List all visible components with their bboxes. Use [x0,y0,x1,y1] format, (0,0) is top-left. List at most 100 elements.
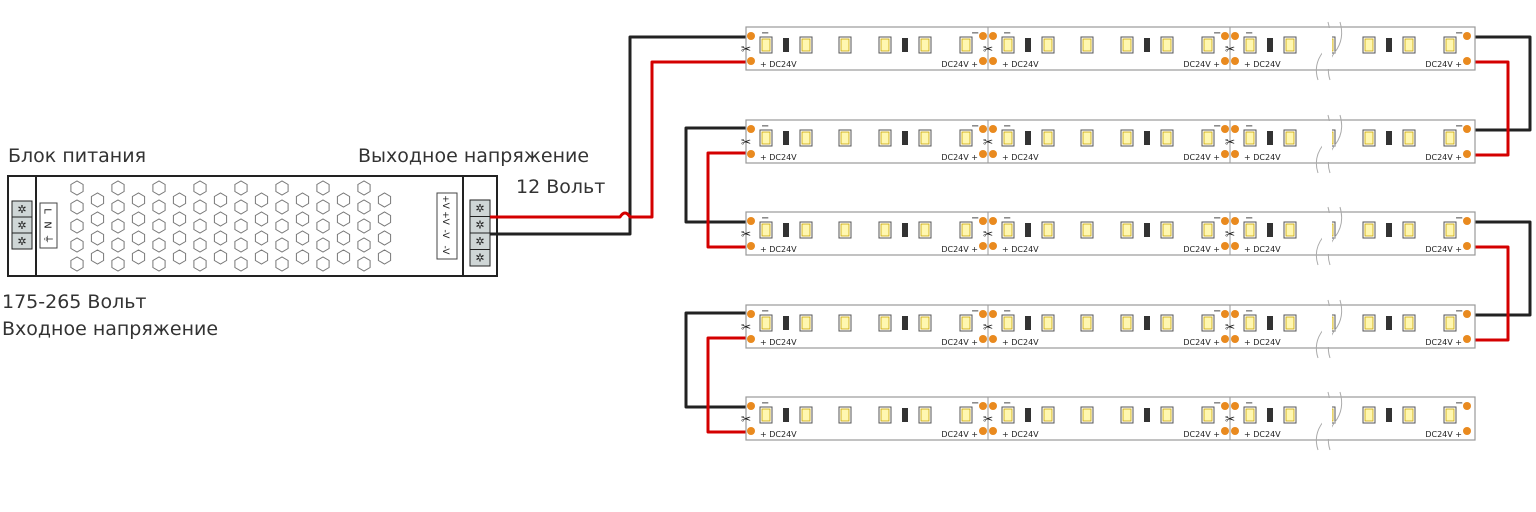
minus-sign: − [1003,398,1011,409]
led-chip [1082,223,1092,237]
led-chip [880,408,890,422]
led-chip [1285,223,1295,237]
scissors-icon: ✂ [1225,42,1235,56]
vent-hole [70,180,84,196]
vent-hole [254,192,269,208]
solder-pad [1463,427,1471,435]
positive-wire [490,60,746,219]
vent-hole [90,230,105,246]
jumper-negative-wire [684,126,746,224]
solder-pad [747,125,755,133]
break-gap [1322,28,1332,69]
led-chip [1404,223,1414,237]
dc24v-marking: DC24V + [1183,245,1220,254]
dc24v-marking: + DC24V [1244,338,1281,347]
led-chip [1285,408,1295,422]
led-chip [1203,38,1213,52]
led-chip [1445,131,1455,145]
solder-pad [989,57,997,65]
vent-hole [316,256,330,272]
vent-hole [234,218,248,234]
dc24v-marking: + DC24V [760,245,797,254]
screw-icon: ✲ [475,202,484,215]
vent-hole [336,211,351,227]
vent-hole [234,199,248,215]
vent-hole [377,230,392,246]
minus-sign: − [1455,306,1463,317]
solder-pad [989,242,997,250]
input-terminal-screw [11,232,33,250]
vent-hole [90,192,105,208]
led-strip [745,26,1476,71]
dc24v-marking: DC24V + [1425,338,1462,347]
psu-body [7,175,498,277]
input-voltage-label: Входное напряжение [2,318,219,340]
dc24v-marking: + DC24V [1002,245,1039,254]
minus-sign: − [971,28,979,39]
solder-pad [1463,57,1471,65]
led-chip [761,223,771,237]
solder-pad [1231,310,1239,318]
resistor [902,223,908,237]
output-terminal-label: -V [440,230,450,240]
led-chip [1404,38,1414,52]
solder-pad [989,32,997,40]
screw-icon: ✲ [475,219,484,232]
led-chip [1003,408,1013,422]
led-chip [840,316,850,330]
resistor [783,38,789,52]
solder-pad [1231,242,1239,250]
led-chip [920,131,930,145]
break-mark [1327,206,1343,266]
led-chip [1003,131,1013,145]
solder-pad [979,402,987,410]
led-chip [1364,131,1374,145]
minus-sign: − [1003,213,1011,224]
led-chip [1003,38,1013,52]
solder-pad [979,217,987,225]
vent-hole [213,230,228,246]
vent-hole [316,180,330,196]
solder-pad [989,150,997,158]
vent-hole [90,211,105,227]
input-terminal-label: N [42,221,53,228]
led-chip [880,223,890,237]
resistor [902,408,908,422]
solder-pad [989,310,997,318]
dc24v-marking: + DC24V [1002,153,1039,162]
led-strip [745,396,1476,441]
led-chip [761,38,771,52]
dc24v-marking: DC24V + [941,153,978,162]
break-gap [1322,213,1332,254]
minus-sign: − [971,213,979,224]
resistor [902,131,908,145]
input-terminal-label: L [42,208,53,214]
vent-hole [70,218,84,234]
vent-hole [193,199,207,215]
solder-pad [1463,32,1471,40]
minus-sign: − [1213,121,1221,132]
break-mark [1327,21,1343,81]
led-chip [1445,223,1455,237]
minus-sign: − [1213,306,1221,317]
led-chip [1082,38,1092,52]
minus-sign: − [1455,28,1463,39]
vent-hole [152,256,166,272]
dc24v-marking: + DC24V [1002,338,1039,347]
vent-hole [213,249,228,265]
led-chip [840,131,850,145]
led-chip [761,408,771,422]
resistor [902,316,908,330]
solder-pad [979,310,987,318]
led-chip [761,316,771,330]
minus-sign: − [1455,121,1463,132]
led-chip [1364,408,1374,422]
solder-pad [1463,242,1471,250]
jumper-positive-wire [706,336,746,434]
vent-hole [275,256,289,272]
solder-pad [989,217,997,225]
output-terminal-label: +V [440,211,450,226]
led-chip [1162,316,1172,330]
dc24v-marking: + DC24V [760,430,797,439]
